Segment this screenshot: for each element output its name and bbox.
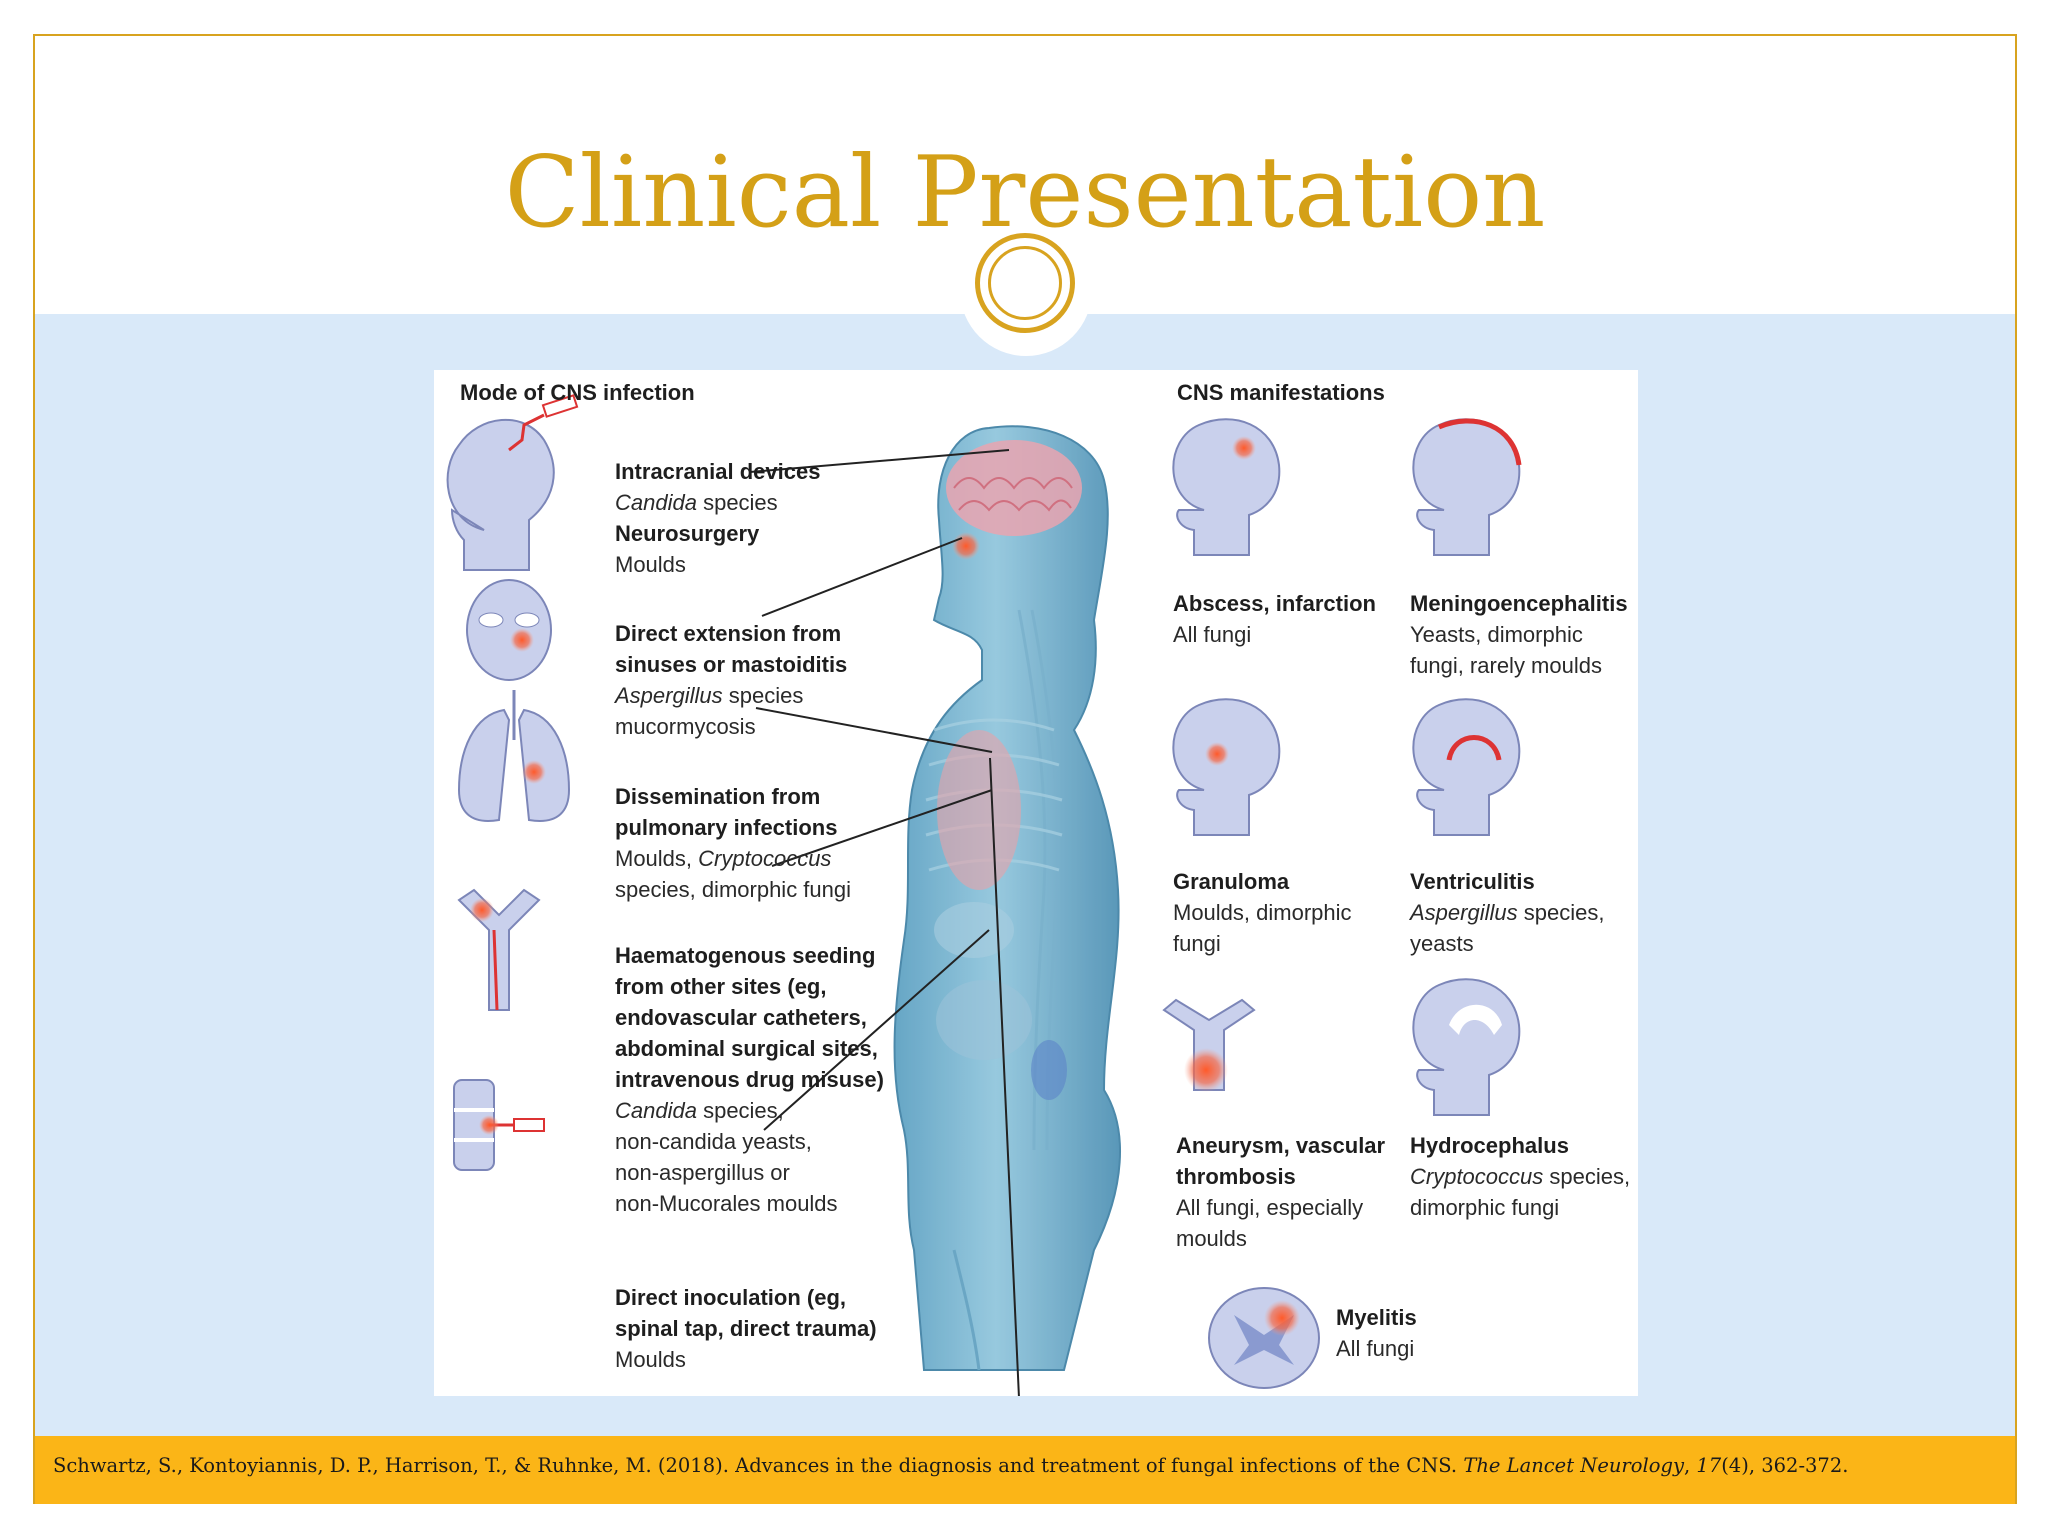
leader-lines bbox=[749, 449, 1020, 1396]
lungs-icon bbox=[457, 690, 571, 822]
figure-panel: Mode of CNS infection CNS manifestations… bbox=[434, 370, 1638, 1396]
manifest-meningoencephalitis: Meningoencephalitis Yeasts, dimorphic fu… bbox=[1410, 591, 1628, 678]
granuloma-head-icon bbox=[1172, 698, 1281, 836]
hydrocephalus-head-icon bbox=[1412, 978, 1521, 1116]
manifestations-heading: CNS manifestations bbox=[1177, 380, 1385, 405]
aneurysm-vessel-icon bbox=[1162, 998, 1256, 1092]
meningoencephalitis-head-icon bbox=[1412, 418, 1522, 556]
vessel-catheter-icon bbox=[457, 888, 541, 1011]
manifest-myelitis: Myelitis All fungi bbox=[1336, 1305, 1417, 1361]
mode-heading: Mode of CNS infection bbox=[460, 380, 695, 405]
mode-dissemination: Dissemination from pulmonary infections … bbox=[615, 784, 852, 902]
ventriculitis-head-icon bbox=[1412, 698, 1521, 836]
citation-bar: Schwartz, S., Kontoyiannis, D. P., Harri… bbox=[35, 1436, 2015, 1504]
mode-intracranial: Intracranial devices Candida species Neu… bbox=[615, 459, 821, 577]
head-device-icon bbox=[446, 394, 579, 571]
mode-direct-extension: Direct extension from sinuses or mastoid… bbox=[615, 621, 848, 739]
manifest-hydrocephalus: Hydrocephalus Cryptococcus species, dimo… bbox=[1410, 1133, 1631, 1220]
mode-haematogenous: Haematogenous seeding from other sites (… bbox=[615, 943, 884, 1216]
spine-needle-icon bbox=[453, 1079, 545, 1171]
manifest-granuloma: Granuloma Moulds, dimorphic fungi bbox=[1173, 869, 1352, 956]
manifest-abscess: Abscess, infarction All fungi bbox=[1173, 591, 1376, 647]
human-body-icon bbox=[893, 425, 1122, 1371]
figure-illustration bbox=[446, 394, 1522, 1396]
manifest-ventriculitis: Ventriculitis Aspergillus species, yeast… bbox=[1410, 869, 1605, 956]
divider-ornament-icon bbox=[975, 233, 1075, 333]
manifest-aneurysm: Aneurysm, vascular thrombosis All fungi,… bbox=[1176, 1133, 1386, 1251]
spinal-cord-cross-section-icon bbox=[1208, 1287, 1320, 1389]
abscess-head-icon bbox=[1172, 418, 1281, 556]
face-sinus-icon bbox=[466, 579, 552, 681]
mode-direct-inoculation: Direct inoculation (eg, spinal tap, dire… bbox=[615, 1285, 877, 1372]
citation-text: Schwartz, S., Kontoyiannis, D. P., Harri… bbox=[53, 1454, 1849, 1477]
